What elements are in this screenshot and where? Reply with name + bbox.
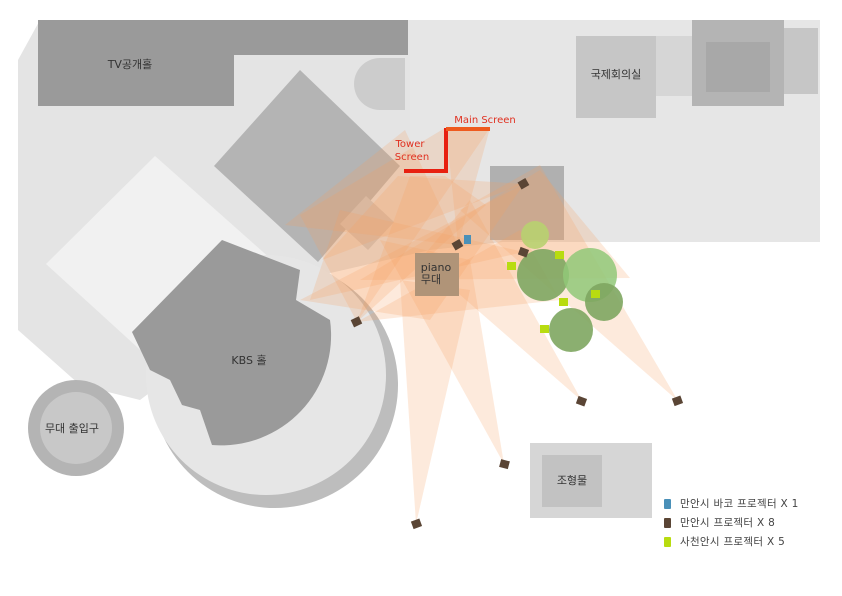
tv-hall-block — [38, 20, 234, 106]
tower-screen — [404, 128, 448, 173]
projector-brown-1 — [517, 178, 530, 190]
east-block-2-inner — [706, 42, 770, 92]
diagonal-block-inner — [340, 196, 394, 250]
main-screen-label: Main Screen — [454, 115, 515, 126]
projector-brown-4 — [350, 316, 363, 328]
projectors-lime — [507, 251, 600, 333]
projector-lime-1 — [507, 262, 516, 270]
projector-lime-3 — [591, 290, 600, 298]
projector-brown-5 — [575, 395, 588, 407]
building-footprints — [18, 20, 820, 518]
kbs-hall-main — [132, 240, 332, 446]
stage-entrance-label: 무대 출입구 — [45, 422, 99, 435]
tree-small — [521, 221, 549, 249]
cone-a — [300, 128, 490, 322]
east-block-3 — [784, 28, 818, 94]
piano-stage-label-2: 무대 — [421, 273, 441, 286]
cone-j — [380, 240, 504, 464]
cone-c — [285, 130, 458, 245]
projector-brown-8 — [410, 518, 423, 530]
projector-brown-7 — [499, 459, 510, 470]
trees — [517, 221, 623, 352]
projector-brown-6 — [671, 395, 684, 407]
tree-bottom — [549, 308, 593, 352]
cone-b — [357, 176, 486, 322]
cone-k — [400, 280, 470, 524]
legend-label: 만안시 바코 프로젝터 X 1 — [680, 498, 799, 510]
screens — [404, 127, 490, 173]
tower-screen-label-1: Tower — [395, 139, 426, 150]
sculpture-inner — [542, 455, 602, 507]
projector-lime-2 — [555, 251, 564, 259]
intl-conf-block — [576, 36, 656, 118]
projector-brown-3 — [517, 246, 530, 258]
piano-stage — [415, 253, 459, 296]
projector-brown-icon — [664, 517, 671, 528]
sculpture-label: 조형물 — [557, 474, 587, 487]
legend-label: 사천안시 프로젝터 X 5 — [680, 536, 786, 548]
projector-brown-2 — [451, 239, 464, 251]
round-tower — [354, 58, 405, 110]
projector-lime-4 — [559, 298, 568, 306]
cone-d — [446, 128, 490, 245]
projector-barco — [464, 235, 471, 244]
piano-stage-label-1: piano — [421, 261, 452, 274]
legend-label: 만안시 프로젝터 X 8 — [680, 517, 776, 529]
tree-medium — [585, 283, 623, 321]
intl-conf-label: 국제회의실 — [591, 68, 642, 81]
stage-entrance-inner — [40, 392, 112, 464]
projector-lime-icon — [664, 536, 671, 547]
tower-screen-label-2: Screen — [395, 152, 429, 163]
legend-row-lime: 사천안시 프로젝터 X 5 — [664, 532, 834, 551]
projector-barco-icon — [664, 498, 671, 509]
legend: 만안시 바코 프로젝터 X 1 만안시 프로젝터 X 8 사천안시 프로젝터 X… — [664, 494, 834, 551]
projectors-brown — [350, 178, 684, 530]
cone-h — [420, 200, 582, 401]
projector-lime-5 — [540, 325, 549, 333]
legend-row-barco: 만안시 바코 프로젝터 X 1 — [664, 494, 834, 513]
white-diamond — [46, 156, 272, 368]
legend-row-brown: 만안시 프로젝터 X 8 — [664, 513, 834, 532]
kbs-hall-label: KBS 홀 — [231, 354, 266, 367]
tree-large-1 — [517, 249, 569, 301]
cone-e — [322, 176, 524, 260]
tv-hall-label: TV공개홀 — [107, 58, 153, 71]
east-block-1 — [656, 36, 692, 96]
tv-hall-annex — [234, 20, 408, 55]
cone-f — [300, 184, 524, 320]
